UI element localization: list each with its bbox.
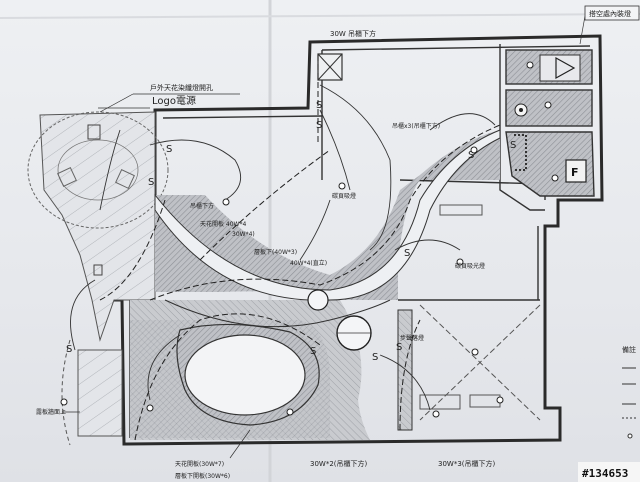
svg-text:S: S — [166, 144, 172, 155]
top-right-rooms: F — [505, 49, 595, 197]
label-wall-light-1: 碳頁吸燈 — [332, 192, 356, 200]
label-logo-power: Logo電源 — [152, 94, 196, 107]
svg-text:S: S — [372, 352, 378, 363]
label-step-light: 步聲落燈 — [400, 334, 424, 342]
label-right-edge: 備註 — [622, 345, 636, 354]
paper-fold — [0, 13, 640, 19]
svg-text:S: S — [510, 140, 516, 151]
label-top-30w: 30W 吊櫃下方 — [330, 29, 376, 38]
light-strips — [99, 55, 501, 441]
right-edge-legend — [622, 367, 636, 439]
switch-marks: S S S S S S S S S S S — [66, 100, 516, 363]
svg-text:S: S — [316, 120, 322, 131]
curved-sweep — [154, 129, 501, 328]
label-cabinet-below: 吊櫃下方 — [190, 202, 214, 210]
label-wall-40w3: 層板下(40W*3) — [254, 248, 297, 256]
top-cabinet — [317, 53, 343, 81]
label-top-right-box: 搭空處內裝燈 — [589, 9, 631, 18]
label-bottom-ceiling-30w7: 天花開板(30W*7) — [175, 460, 224, 468]
label-ceiling-30w4: 30W*4) — [232, 231, 255, 238]
label-bottom-30w2: 30W*2(吊櫃下方) — [310, 459, 368, 468]
label-ceiling-40w4: 天花開板 40W*4 — [200, 220, 246, 228]
wiring-arcs — [70, 84, 496, 411]
svg-text:S: S — [404, 248, 410, 259]
svg-text:S: S — [310, 346, 316, 357]
leader-lines — [62, 13, 600, 459]
svg-text:S: S — [66, 344, 72, 355]
label-bottom-30w3: 30W*3(吊櫃下方) — [438, 459, 496, 468]
top-right-label-box: 搭空處內裝燈 — [584, 5, 640, 21]
label-cabinet-30w3: 吊櫃x3(吊櫃下方) — [392, 122, 440, 130]
label-outdoor-ceiling: 戶外天花染纖燈開孔 — [150, 83, 213, 92]
f-mark: F — [571, 166, 579, 179]
label-wall-light-2: 碳頁吸光燈 — [455, 262, 485, 270]
watermark-text: #134653 — [582, 467, 628, 480]
svg-text:S: S — [316, 100, 322, 111]
label-center-40w4: 40W*4(直立) — [290, 259, 327, 267]
central-island — [176, 323, 320, 426]
svg-text:S: S — [468, 150, 474, 161]
watermark-badge: #134653 — [578, 462, 640, 482]
left-lower-deck — [61, 339, 123, 446]
svg-text:S: S — [148, 177, 154, 188]
light-fixtures — [60, 61, 559, 418]
svg-text:S: S — [396, 342, 402, 353]
right-lower-rooms — [397, 204, 541, 431]
label-bottom-cabinet-30w6: 層板下開板(30W*6) — [175, 472, 230, 480]
label-left-wall: 露板牆面上 — [36, 408, 66, 416]
columns — [307, 289, 372, 351]
